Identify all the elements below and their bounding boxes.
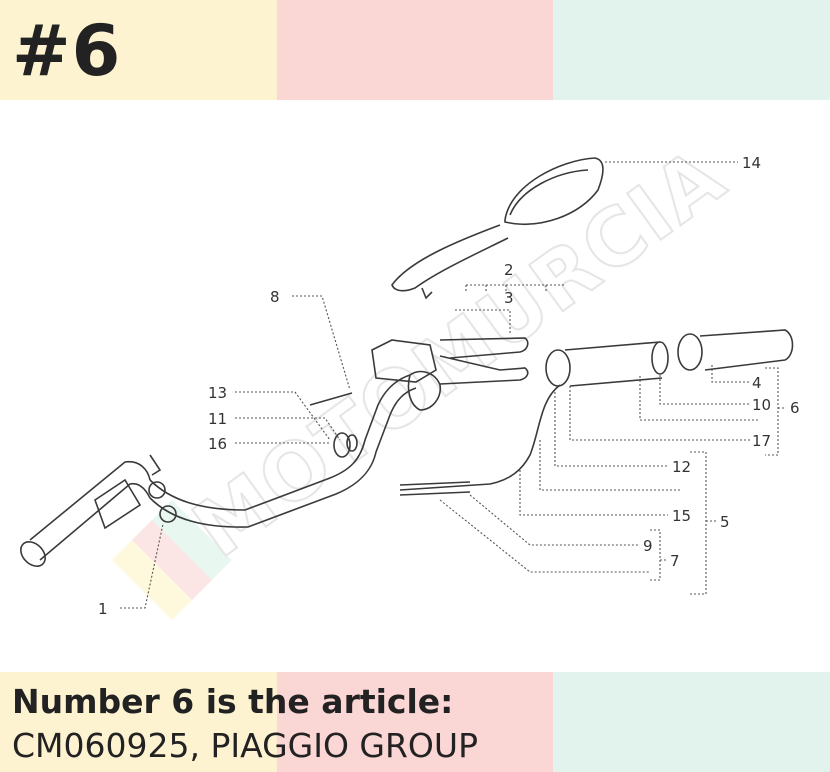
- bottom-color-band: [0, 672, 830, 772]
- callout-labels: 14 2 3 8 13 11 16 1 4 10 6 17 12 15 5 9 …: [98, 154, 800, 618]
- small-parts: [309, 392, 358, 458]
- caption-line-1: Number 6 is the article:: [12, 682, 454, 721]
- callout-9: 9: [643, 537, 653, 555]
- callout-10: 10: [752, 396, 771, 414]
- leader-lines: [120, 161, 786, 609]
- handlebar-part: [20, 374, 417, 567]
- callout-2: 2: [504, 261, 514, 279]
- callout-14: 14: [742, 154, 761, 172]
- master-cylinder-part: [371, 339, 442, 411]
- brake-lever-part: [439, 337, 529, 385]
- throttle-cable-part: [399, 384, 561, 496]
- article-number-heading: #6: [12, 10, 122, 92]
- left-grip-part: [94, 454, 177, 530]
- exploded-parts-diagram: MOTOMURCIA: [20, 131, 800, 620]
- band-yellow-bottom: [0, 672, 277, 772]
- callout-13: 13: [208, 384, 227, 402]
- callout-7: 7: [670, 552, 680, 570]
- watermark-text: MOTOMURCIA: [178, 132, 741, 576]
- band-yellow: [0, 0, 277, 100]
- right-grip-part: [545, 329, 794, 387]
- top-color-band: [0, 0, 830, 100]
- callout-6: 6: [790, 399, 800, 417]
- band-pink-bottom: [277, 672, 553, 772]
- callout-5: 5: [720, 513, 730, 531]
- mirror-part: [391, 157, 604, 300]
- band-pink: [277, 0, 553, 100]
- callout-17: 17: [752, 432, 771, 450]
- callout-4: 4: [752, 374, 762, 392]
- callout-16: 16: [208, 435, 227, 453]
- callout-1: 1: [98, 600, 108, 618]
- article-caption: Number 6 is the article: CM060925, PIAGG…: [12, 680, 478, 768]
- callout-12: 12: [672, 458, 691, 476]
- callout-15: 15: [672, 507, 691, 525]
- band-mint-bottom: [553, 672, 830, 772]
- caption-line-2: CM060925, PIAGGIO GROUP: [12, 726, 478, 765]
- callout-8: 8: [270, 288, 280, 306]
- callout-3: 3: [504, 289, 514, 307]
- band-mint: [553, 0, 830, 100]
- callout-11: 11: [208, 410, 227, 428]
